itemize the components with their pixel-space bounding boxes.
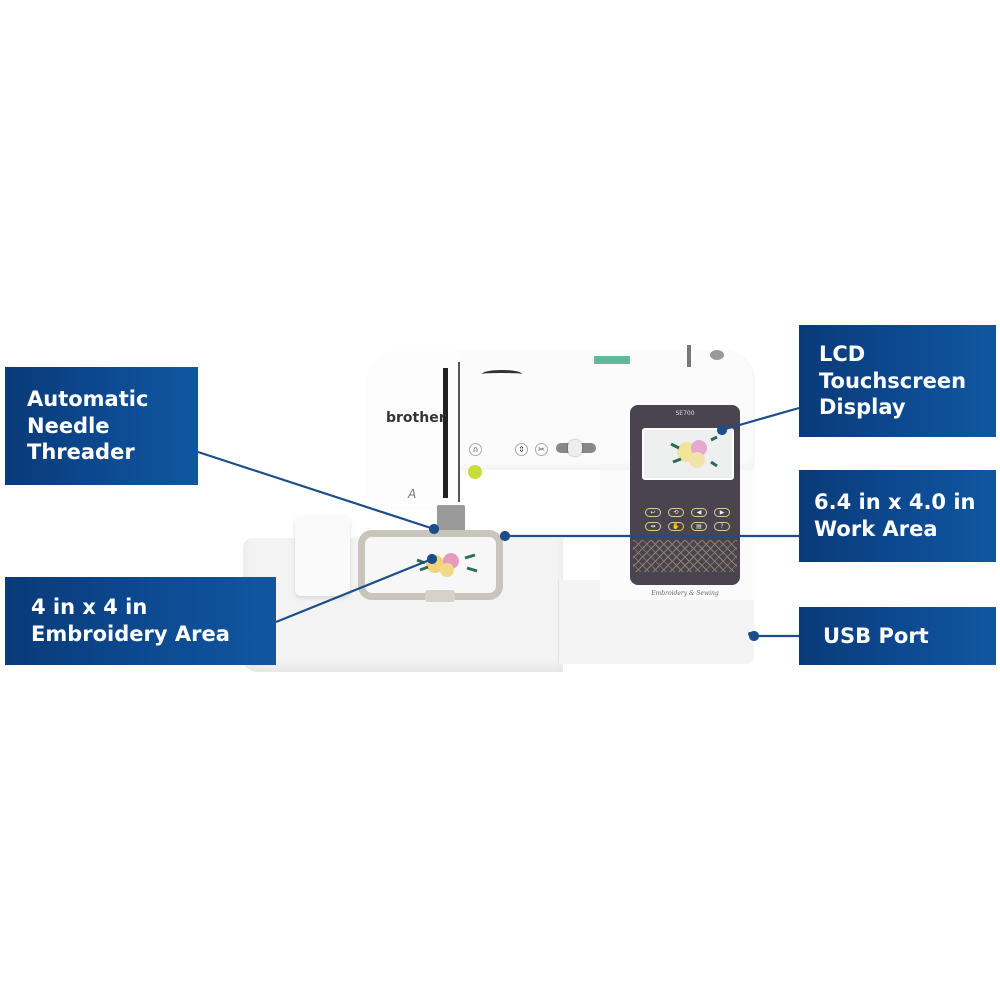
panel-help-button[interactable]: ? <box>714 522 730 531</box>
callout-work-area: 6.4 in x 4.0 in Work Area <box>799 470 996 562</box>
callout-line: Threader <box>27 440 135 465</box>
panel-left-button[interactable]: ◀ <box>691 508 707 517</box>
thread-cutter-icon: ✂ <box>538 445 545 454</box>
speed-slider-knob[interactable] <box>568 440 582 456</box>
embroidery-unit-carriage <box>295 516 350 596</box>
callout-line: 4 in x 4 in <box>31 595 148 620</box>
file-icon: ▤ <box>696 523 702 530</box>
panel-mirror-button[interactable]: ⇹ <box>645 522 661 531</box>
lcd-design-preview <box>670 435 718 468</box>
usb-port <box>748 632 752 636</box>
left-arrow-icon: ◀ <box>696 509 702 516</box>
thread-take-up-slot <box>458 362 460 502</box>
panel-tagline: Embroidery & Sewing <box>651 590 719 597</box>
panel-thread-button[interactable]: ⟲ <box>668 508 684 517</box>
brand-logo: brother <box>386 410 446 426</box>
callout-line: Automatic <box>27 386 149 411</box>
panel-file-button[interactable]: ▤ <box>691 522 707 531</box>
back-icon: ↩ <box>650 509 656 516</box>
thread-guide-slot <box>443 368 448 498</box>
spool-pin <box>687 345 691 367</box>
callout-line: USB Port <box>823 623 929 648</box>
needle-position-icon: ⇕ <box>518 445 525 454</box>
help-icon: ? <box>720 523 724 530</box>
panel-decorative-pattern <box>633 540 737 572</box>
panel-model-label: SE700 <box>675 410 695 417</box>
needle-position-button[interactable]: ⇕ <box>515 443 528 456</box>
callout-lcd-display: LCD Touchscreen Display <box>799 325 996 437</box>
start-stop-button[interactable] <box>468 465 482 479</box>
callout-line: Needle <box>27 413 110 438</box>
thread-cutter-button[interactable]: ✂ <box>535 443 548 456</box>
callout-usb-port: USB Port <box>799 607 996 665</box>
right-arrow-icon: ▶ <box>719 509 725 516</box>
thread-icon: ⟲ <box>673 509 679 516</box>
callout-line: Touchscreen <box>819 368 967 393</box>
mirror-icon: ⇹ <box>650 523 656 530</box>
thread-guide-strip <box>594 356 630 364</box>
reverse-stitch-icon: ∩ <box>472 445 479 454</box>
callout-line: 6.4 in x 4.0 in <box>814 490 976 515</box>
handwheel-indicator <box>482 370 522 378</box>
panel-back-button[interactable]: ↩ <box>645 508 661 517</box>
callout-line: Embroidery Area <box>31 622 230 646</box>
hoop-clip <box>425 590 455 602</box>
panel-hand-button[interactable]: ✋ <box>668 522 684 531</box>
embroidery-design <box>416 553 478 577</box>
reverse-stitch-button[interactable]: ∩ <box>469 443 482 456</box>
callout-line: Display <box>819 395 906 420</box>
hand-icon: ✋ <box>672 523 680 530</box>
callout-needle-threader: Automatic Needle Threader <box>5 367 198 485</box>
model-mark: A <box>408 487 417 501</box>
callout-line: LCD <box>819 341 866 366</box>
bobbin-winder <box>710 350 724 360</box>
panel-right-button[interactable]: ▶ <box>714 508 730 517</box>
callout-embroidery-area: 4 in x 4 in Embroidery Area <box>5 577 276 665</box>
callout-line: Work Area <box>814 517 938 541</box>
